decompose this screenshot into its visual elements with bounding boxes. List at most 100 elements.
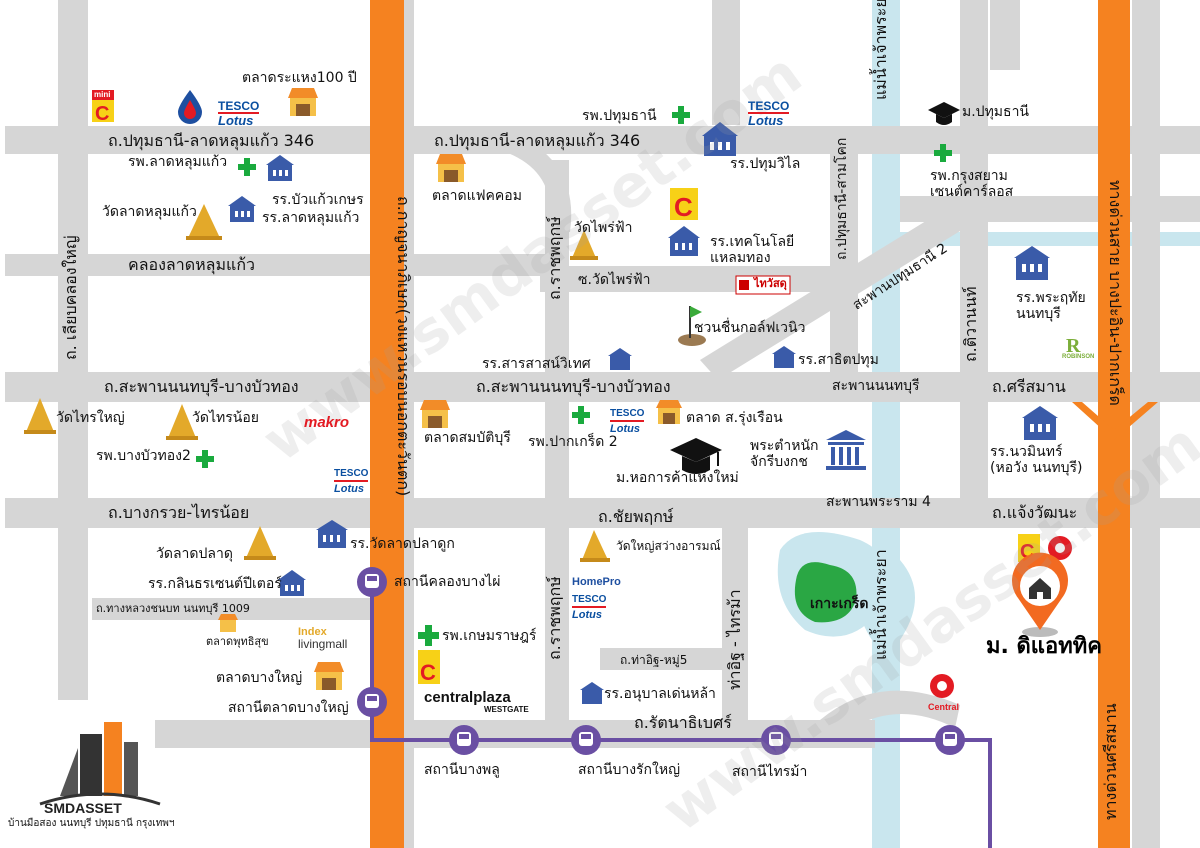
place-label: วัดใหญ่สว่างอารมณ์ (616, 539, 721, 553)
place-label: ไทวัสดุ (754, 277, 787, 290)
index-livingmall-logo: Index livingmall (298, 626, 348, 652)
golf-icon (678, 306, 706, 346)
place-label: รร.นวมินทร์ (หอวัง นนทบุรี) (990, 444, 1083, 477)
road-label: ถ. เลียบคลองใหญ่ (61, 235, 80, 360)
road-label: ถ.ติวานนท์ (961, 286, 980, 362)
road-label: ถ.ทางหลวงชนบท นนทบุรี 1009 (96, 602, 250, 615)
robinson-label: ROBINSON (1062, 354, 1095, 360)
road-label: ถ.แจ้งวัฒนะ (992, 503, 1078, 522)
robinson-logo: R (1066, 335, 1081, 357)
road-label: ถ.กาญจนาภิเษก(วงแหวนรอบนอกตะวันตก) (394, 196, 413, 497)
train-station-icons (357, 567, 965, 755)
place-label: รร.เทคโนโลยี แหลมทอง (710, 234, 795, 267)
road-label: ถ.ศรีสมาน (992, 377, 1066, 396)
place-label: วัดไทรน้อย (192, 410, 259, 426)
place-label: รร.พระฤทัย นนทบุรี (1016, 290, 1086, 323)
place-label: ม.ปทุมธานี (962, 104, 1029, 120)
road-label: ซ.วัดไพร่ฟ้า (578, 272, 651, 288)
road-label: ท่าอิฐ - ไทรม้า (725, 589, 744, 690)
place-label: วัดไทรใหญ่ (56, 410, 125, 426)
temple-icons (24, 204, 610, 562)
station-label: สถานีบางพลู (424, 762, 500, 778)
place-label: รร.สารสาสน์วิเทศ (482, 356, 591, 372)
road-label: ทางด่วนศรีสมาน (1101, 703, 1120, 820)
palace-icon (826, 430, 866, 470)
road-label: ถ.สะพานนนทบุรี-บางบัวทอง (476, 377, 671, 396)
svg-text:C: C (674, 192, 693, 222)
road-label: ถ.ราชพฤกษ์ (545, 576, 564, 660)
koh-kret-island (794, 562, 857, 623)
place-label: ชวนชื่นกอล์ฟเวนิว (694, 320, 806, 336)
company-name: SMDASSET (44, 800, 122, 816)
station-label: สถานีคลองบางไผ่ (394, 574, 501, 590)
place-label: รร.ลาดหลุมแก้ว (262, 210, 360, 226)
road-label: สะพานนนทบุรี (832, 378, 920, 394)
place-label: รพ.ลาดหลุมแก้ว (128, 154, 228, 170)
smdasset-logo-icon (39, 722, 161, 806)
tesco-lotus-express-logo: TESCO Lotus (610, 408, 645, 435)
svg-text:R: R (1066, 335, 1081, 357)
svg-text:C: C (420, 660, 436, 685)
place-label: เกาะเกร็ด (810, 596, 869, 612)
place-label: รพ.กรุงสยาม เซนต์คาร์ลอส (930, 168, 1014, 201)
place-label: รร.สาธิตปทุม (798, 352, 879, 368)
target-location-label: ม. ดิแอททิค (986, 634, 1102, 659)
place-label: ม.หอการค้าแห่งใหม่ (616, 470, 739, 486)
road-label: ถ.ปทุมธานี-ลาดหลุมแก้ว 346 (434, 131, 641, 150)
road-label: ถ.ราชพฤกษ์ (545, 216, 564, 300)
expressway-junction (1072, 402, 1158, 440)
road-label: ถ.สะพานนนทบุรี-บางบัวทอง (104, 377, 299, 396)
thaiwatsadu-logo (735, 275, 791, 295)
place-label: ตลาดสมบัติบุรี (424, 430, 511, 446)
ptt-drop-icon (178, 90, 202, 124)
station-label: สถานีตลาดบางใหญ่ (228, 700, 349, 716)
place-label: รร.อนุบาลเด่นหล้า (604, 686, 716, 702)
place-label: รพ.ปากเกร็ด 2 (528, 434, 618, 450)
place-label: รร.วัดลาดปลาดูก (350, 536, 455, 552)
road-label: สะพานพระราม 4 (826, 494, 931, 510)
purple-line (370, 580, 992, 848)
road-label: ทางด่วนสาย บางปะอิน-ปากเกร็ด (1106, 180, 1125, 406)
station-label: สถานีไทรม้า (732, 764, 808, 780)
central-plaza-westgate-logo: centralplaza WESTGATE (424, 689, 529, 714)
tesco-lotus-express-logo: TESCO Lotus (334, 468, 369, 495)
rattanathibet-curve (820, 690, 960, 740)
road-label: แม่น้ำเจ้าพระยา (871, 0, 890, 100)
place-label: ตลาดแฟคคอม (432, 188, 522, 204)
place-label: ตลาดบางใหญ่ (216, 670, 303, 686)
homepro-logo: HomePro (572, 576, 621, 588)
place-label: รพ.เกษมราษฎร์ (442, 628, 537, 644)
place-label: พระตำหนัก จักรีบงกช (750, 438, 819, 471)
road-label: ถ.ชัยพฤกษ์ (598, 507, 674, 526)
tesco-lotus-logo: TESCO Lotus (218, 99, 260, 128)
mini-c-label: mini (94, 90, 111, 99)
curve-road (500, 132, 572, 232)
central-logo-label: Central (928, 702, 960, 712)
school-icons (228, 122, 1058, 704)
central-logo-icons (930, 536, 1072, 698)
place-label: รพ.บางบัวทอง2 (96, 448, 191, 464)
makro-logo: makro (304, 414, 350, 431)
university-icons (670, 102, 960, 474)
road-label: ถ.ปทุมธานี-ลาดหลุมแก้ว 346 (108, 131, 315, 150)
tesco-lotus-logo: TESCO Lotus (748, 99, 790, 128)
tesco-lotus-express-logo: TESCO Lotus (572, 594, 607, 621)
place-label: รพ.ปทุมธานี (582, 108, 657, 124)
road-label: ถ.ปทุมธานี-สามโคก (834, 137, 850, 260)
place-label: ตลาดพุทธิสุข (206, 635, 269, 648)
hospital-cross-icons (196, 106, 952, 646)
road-label: ถ.รัตนาธิเบศร์ (634, 713, 732, 732)
road-label: ถ.บางกรวย-ไทรน้อย (108, 503, 250, 522)
location-pin-icon (1012, 552, 1068, 637)
road-label: คลองลาดหลุมแก้ว (128, 255, 255, 274)
svg-text:C: C (95, 103, 109, 125)
company-area: บ้านมือสอง นนทบุรี ปทุมธานี กรุงเทพฯ (8, 818, 175, 829)
place-label: ตลาดระแหง100 ปี (242, 70, 357, 86)
roads-grid (5, 0, 1200, 848)
chao-phraya-river (858, 0, 915, 848)
big-c-icons: C C C C (92, 90, 1040, 685)
road-label: แม่น้ำเจ้าพระยา (871, 549, 890, 660)
place-label: รร.บัวแก้วเกษร (272, 192, 364, 208)
place-label: รร.กลินธรเซนต์ปีเตอร์ (148, 576, 282, 592)
